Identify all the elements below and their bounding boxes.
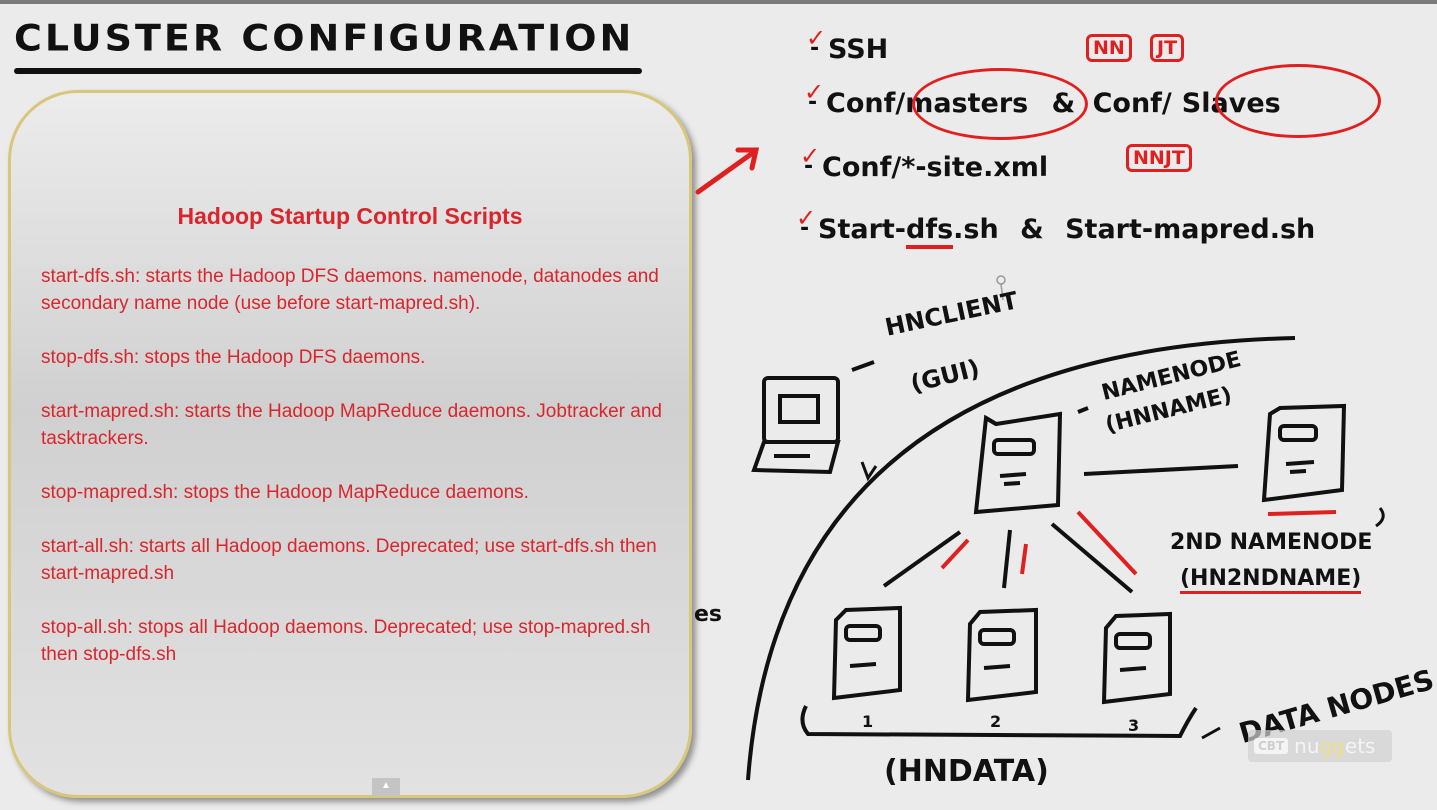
masters-circle bbox=[912, 68, 1088, 140]
dash-icon: - bbox=[808, 90, 818, 115]
top-border bbox=[0, 0, 1437, 4]
datanode-link-3 bbox=[1050, 522, 1134, 594]
namenode-server-icon bbox=[973, 411, 1063, 515]
script-item: stop-mapred.sh: stops the Hadoop MapRedu… bbox=[41, 482, 529, 503]
jt-box: JT bbox=[1150, 34, 1185, 62]
scripts-panel: Hadoop Startup Control Scripts start-dfs… bbox=[8, 90, 692, 798]
script-item: stop-all.sh: stops all Hadoop daemons. D… bbox=[41, 617, 651, 665]
datanode-link-2 bbox=[1002, 529, 1012, 589]
caret-up-icon: ▲ bbox=[381, 780, 391, 791]
checklist-item-ssh: ✓ - SSH bbox=[806, 24, 889, 65]
script-item: start-mapred.sh: starts the Hadoop MapRe… bbox=[41, 401, 662, 449]
client-arrow-icon bbox=[851, 360, 875, 372]
cursor-pin-icon bbox=[996, 275, 1006, 301]
datanodes-arrow-icon bbox=[1201, 726, 1221, 740]
dash-icon: - bbox=[810, 36, 820, 61]
script-item: start-all.sh: starts all Hadoop daemons.… bbox=[41, 536, 657, 584]
namenode-arrow-icon bbox=[1077, 406, 1089, 414]
datanodes-brace bbox=[800, 705, 1198, 739]
title-underline bbox=[14, 68, 642, 74]
datanode-server-icon bbox=[965, 607, 1038, 703]
check-icon: ✓ bbox=[800, 142, 821, 170]
watermark-cbt: CBT bbox=[1254, 738, 1289, 754]
check-icon: ✓ bbox=[804, 78, 825, 106]
datanodes-group-label: (HNDATA) bbox=[884, 754, 1049, 789]
nnjt-box: NNJT bbox=[1126, 144, 1192, 172]
red-arrow-icon bbox=[695, 147, 760, 195]
checklist-item-start-scripts: ✓ - Start-dfs.sh & Start-mapred.sh bbox=[796, 204, 1315, 249]
panel-heading: Hadoop Startup Control Scripts bbox=[177, 203, 523, 229]
script-item: start-dfs.sh: starts the Hadoop DFS daem… bbox=[41, 266, 659, 314]
datanode-number: 1 bbox=[862, 712, 874, 731]
check-icon: ✓ bbox=[806, 24, 827, 52]
second-namenode-pointer bbox=[1375, 507, 1385, 528]
datanode-number: 2 bbox=[990, 712, 1002, 731]
second-namenode-label: 2ND NAMENODE bbox=[1170, 530, 1373, 555]
datanode-server-icon bbox=[1101, 611, 1172, 705]
check-icon: ✓ bbox=[796, 204, 817, 232]
datanode-link-1 bbox=[882, 530, 962, 588]
script-item: stop-dfs.sh: stops the Hadoop DFS daemon… bbox=[41, 347, 426, 368]
dash-icon: - bbox=[804, 154, 814, 179]
second-namenode-sub-label: (HN2NDNAME) bbox=[1180, 566, 1362, 594]
client-down-arrow-icon bbox=[860, 461, 878, 482]
slaves-circle bbox=[1215, 64, 1381, 138]
second-namenode-server-icon bbox=[1261, 403, 1347, 503]
cluster-diagram bbox=[746, 336, 1385, 781]
cluster-boundary-arc bbox=[746, 336, 1296, 781]
nn-box: NN bbox=[1086, 34, 1132, 62]
watermark-dots-icon: gg bbox=[1319, 734, 1345, 758]
second-namenode-underline bbox=[1267, 510, 1337, 516]
dash-icon: - bbox=[800, 216, 810, 241]
dfs-underlined: dfs bbox=[906, 214, 954, 249]
slide-title: CLUSTER CONFIGURATION bbox=[14, 17, 635, 59]
scroll-up-button[interactable]: ▲ bbox=[372, 778, 400, 796]
namenode-link bbox=[1083, 464, 1239, 476]
script-list: start-dfs.sh: starts the Hadoop DFS daem… bbox=[41, 263, 671, 695]
cut-off-text: es bbox=[694, 602, 723, 627]
client-computer-icon bbox=[751, 376, 841, 475]
datanode-number: 3 bbox=[1128, 716, 1140, 735]
checklist-item-site-xml: ✓ - Conf/*-site.xml bbox=[800, 142, 1049, 183]
datanode-server-icon bbox=[831, 605, 902, 701]
